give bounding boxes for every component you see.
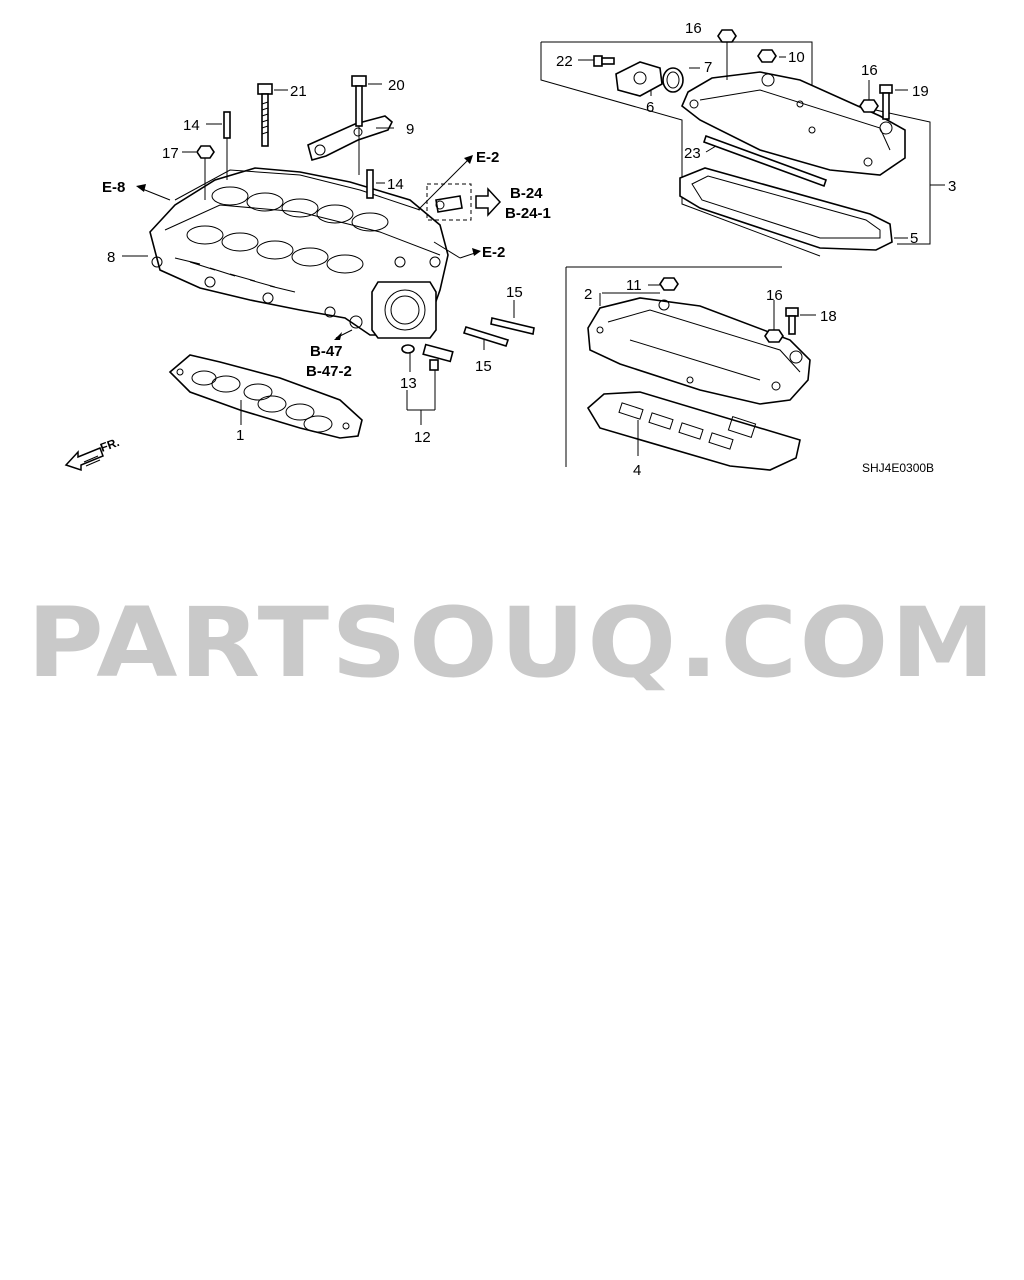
bolt-22 [593,55,615,67]
callout-2: 2 [584,286,592,303]
callout-10: 10 [788,49,805,66]
watermark: PARTSOUQ.COM [27,587,997,699]
callout-21: 21 [290,83,307,100]
nut-16-lower [764,300,784,343]
nut-10 [757,49,777,63]
nut-16-top [717,29,737,80]
callout-15-b: 15 [475,358,492,375]
cover-assembly-2-frame [565,266,782,467]
callout-6: 6 [646,99,654,116]
rod-23 [702,134,828,188]
callout-14-upper: 14 [183,117,200,134]
stud-15-b [462,326,510,347]
callout-18: 18 [820,308,837,325]
callout-4: 4 [633,462,641,479]
diagram-code: SHJ4E0300B [862,461,934,475]
callout-11: 11 [626,277,642,294]
sensor-12 [401,343,454,371]
callout-19: 19 [912,83,929,100]
callout-13: 13 [400,375,417,392]
callout-15-a: 15 [506,284,523,301]
callout-17: 17 [162,145,179,162]
callout-14-lower: 14 [387,176,404,193]
ref-b47-2: B-47-2 [306,363,352,380]
callout-23: 23 [684,145,701,162]
reference-arrows [136,155,502,340]
callout-20: 20 [388,77,405,94]
callout-22: 22 [556,53,573,70]
callout-labels: 1 2 3 4 5 6 7 8 9 10 11 12 13 14 14 15 1… [107,20,956,479]
callout-16-lower: 16 [766,287,783,304]
callout-9: 9 [406,121,414,138]
ref-b47: B-47 [310,343,343,360]
ref-e8: E-8 [102,179,125,196]
callout-8: 8 [107,249,115,266]
callout-12: 12 [414,429,431,446]
part-6 [615,61,663,97]
nut-17 [196,145,215,200]
cover-3 [681,71,906,176]
ref-b24-1: B-24-1 [505,205,551,222]
sensor-boss [426,183,472,221]
gasket-1 [168,354,363,439]
leader-lines [122,56,908,456]
callout-7: 7 [704,59,712,76]
callout-16-mid: 16 [861,62,878,79]
bolt-21 [257,83,273,147]
intake-manifold [149,167,449,339]
callout-3: 3 [948,178,956,195]
ref-e2-lower: E-2 [482,244,505,261]
reference-labels: E-8 E-2 E-2 B-24 B-24-1 B-47 B-47-2 FR. … [98,149,934,475]
ref-e2-upper: E-2 [476,149,499,166]
front-arrow-icon [64,447,104,472]
bolt-19 [879,84,893,120]
gasket-4 [586,391,801,471]
callout-5: 5 [910,230,918,247]
bolt-18 [785,307,799,335]
seal-7 [662,67,684,93]
callout-1: 1 [236,427,244,444]
right-arrow-icon [475,187,502,217]
ref-b24: B-24 [510,185,543,202]
cover-2 [587,297,811,405]
stud-14-upper [223,111,231,180]
gasket-5 [679,167,893,251]
callout-16-top: 16 [685,20,702,37]
front-label: FR. [98,435,121,455]
stud-14-lower [366,169,374,199]
nut-16-mid [859,80,879,113]
nut-11 [659,277,679,291]
stud-15-a [490,317,535,335]
bolt-20 [351,75,367,175]
bracket-9 [307,115,393,161]
